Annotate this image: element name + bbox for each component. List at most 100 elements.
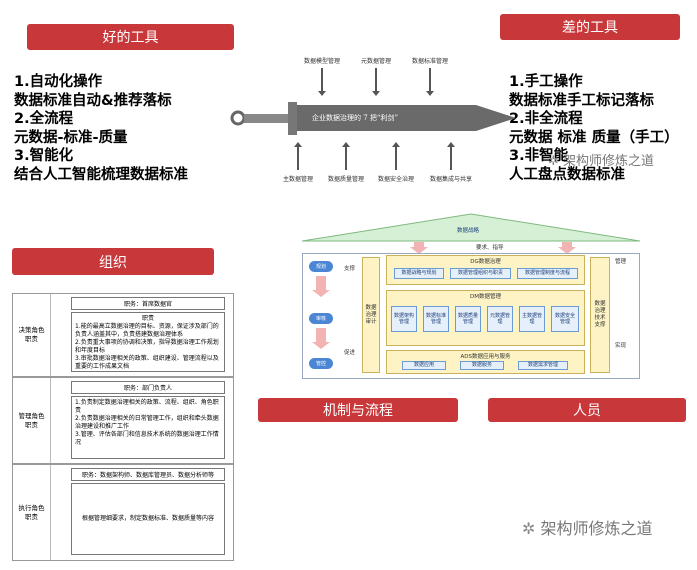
dm-item: 元数据管理 bbox=[487, 306, 513, 332]
org-box-item: 2.负责数据治理相关的日常管理工作，组织和牵头数据治理建设和推广工作 bbox=[75, 415, 219, 430]
sword-bottom-label: 数据质量管理 bbox=[327, 176, 365, 183]
dg-item: 数据管理制度与流程 bbox=[517, 268, 578, 279]
ads-title: ADS数据应用与服务 bbox=[460, 354, 511, 360]
good-tools-list: 1.自动化操作 数据标准自动&推荐落标 2.全流程 元数据-标准-质量 3.智能… bbox=[14, 73, 188, 184]
org-row-decision: 决策角色职责 职务：首席数据官 职责 1.能的最高立数据治理的目标、资源，保证涉… bbox=[12, 293, 234, 377]
org-header: 组织 bbox=[12, 248, 214, 275]
dm-item: 主数据管理 bbox=[519, 306, 545, 332]
tech-column-label: 数据治理技术支撑 bbox=[594, 301, 606, 328]
org-role-label: 决策角色职责 bbox=[13, 294, 51, 376]
mechanism-roof bbox=[302, 213, 640, 242]
watermark-text: 架构师修炼之道 bbox=[563, 154, 655, 169]
good-tools-line: 结合人工智能梳理数据标准 bbox=[14, 166, 188, 183]
org-duty-box: 职责 1.能的最高立数据治理的目标、资源，保证涉及部门的负责人涵盖其中，负责搭建… bbox=[71, 312, 225, 372]
wechat-icon: ✲ bbox=[522, 519, 536, 538]
mechanism-frame bbox=[302, 253, 640, 379]
dm-item: 数据质量管理 bbox=[455, 306, 481, 332]
good-tools-line: 3.智能化 bbox=[14, 148, 74, 164]
mechanism-roof-svg bbox=[302, 213, 640, 242]
sword-top-pin bbox=[426, 68, 434, 96]
sword-top-label: 元数据管理 bbox=[360, 58, 392, 65]
org-duty-title: 职务：数据架构师、数据库管理员、数据分析师等 bbox=[71, 468, 225, 481]
demand-arrow-left bbox=[410, 242, 428, 254]
org-duty-title: 职务：部门负责人 bbox=[71, 381, 225, 394]
flow-arrow bbox=[312, 276, 330, 297]
audit-column-label: 数据治理审计 bbox=[365, 304, 377, 325]
bad-tools-line: 1.手工操作 bbox=[509, 74, 583, 90]
sword-pommel bbox=[230, 110, 246, 126]
sword-bottom-pin bbox=[342, 142, 350, 170]
tech-column: 数据治理技术支撑 bbox=[590, 257, 610, 373]
demand-arrow-right bbox=[558, 242, 576, 254]
implement-label: 实现 bbox=[615, 343, 627, 349]
flow-arrow bbox=[312, 328, 330, 349]
ads-item: 数据应用 bbox=[402, 361, 446, 370]
sword-top-label: 数据标准管理 bbox=[411, 58, 449, 65]
sword-bottom-pin bbox=[447, 142, 455, 170]
org-box-item: 1.负责制定数据治理相关的政策、流程、组织、角色职责 bbox=[75, 399, 219, 414]
dm-title: DM数据管理 bbox=[470, 294, 501, 300]
org-box-item: 3.审批数据治理相关的政策、组织建设、管理流程以及重要的工作成果文档 bbox=[75, 355, 219, 370]
process-header: 机制与流程 bbox=[258, 398, 458, 422]
sword-guard bbox=[288, 102, 297, 135]
ads-item: 数据需求管理 bbox=[518, 361, 568, 370]
org-box-item: 根据管理细要求，制定数据标准、数据质量等内容 bbox=[81, 515, 214, 522]
org-box-title: 职责 bbox=[141, 315, 154, 322]
dg-item: 数据战略与规划 bbox=[394, 268, 444, 279]
sword-blade-text: 企业数据治理的 7 把“利剑” bbox=[312, 114, 399, 122]
org-duty-box: 根据管理细要求，制定数据标准、数据质量等内容 bbox=[71, 483, 225, 555]
oval-review: 审核 bbox=[309, 313, 333, 324]
org-row-execution: 执行角色职责 职务：数据架构师、数据库管理员、数据分析师等 根据管理细要求，制定… bbox=[12, 464, 234, 561]
dg-title: DG数据治理 bbox=[470, 259, 501, 265]
mechanism-diagram: 数据战略 要求、指导 规划 审核 管控 支撑 促进 数据治理审计 数据治理技术支… bbox=[302, 213, 640, 381]
people-header: 人员 bbox=[488, 398, 686, 422]
org-box-item: 1.能的最高立数据治理的目标、资源，保证涉及部门的负责人涵盖其中，负责搭建数据治… bbox=[75, 323, 219, 338]
bad-tools-line: 数据标准手工标记落标 bbox=[509, 92, 654, 109]
good-tools-header: 好的工具 bbox=[27, 24, 234, 50]
bad-tools-line: 元数据 标准 质量（手工） bbox=[509, 129, 679, 146]
good-tools-line: 数据标准自动&推荐落标 bbox=[14, 92, 172, 109]
manage-label: 管理 bbox=[615, 259, 627, 265]
sword-bottom-label: 数据安全治理 bbox=[377, 176, 415, 183]
sword-bottom-label: 数据集成与共享 bbox=[429, 176, 473, 183]
org-duty-title: 职务：首席数据官 bbox=[71, 297, 225, 310]
oval-control: 管控 bbox=[309, 358, 333, 369]
ads-item: 数据服务 bbox=[460, 361, 504, 370]
sword-svg bbox=[230, 102, 516, 135]
sword-top-label: 数据模型管理 bbox=[303, 58, 341, 65]
sword-top-pin bbox=[372, 68, 380, 96]
good-tools-line: 1.自动化操作 bbox=[14, 74, 103, 90]
bad-tools-list: 1.手工操作 数据标准手工标记落标 2.非全流程 元数据 标准 质量（手工） 3… bbox=[509, 73, 679, 184]
watermark-text: 架构师修炼之道 bbox=[540, 519, 653, 538]
bad-tools-line: 人工盘点数据标准 bbox=[509, 166, 625, 183]
oval-plan: 规划 bbox=[309, 261, 333, 272]
sword-top-pin bbox=[318, 68, 326, 96]
org-table: 决策角色职责 职务：首席数据官 职责 1.能的最高立数据治理的目标、资源，保证涉… bbox=[12, 293, 234, 561]
org-box-item: 3.管理、评估各部门和信息技术系统的数据治理工作情况 bbox=[75, 431, 219, 446]
sword-handle bbox=[244, 114, 288, 123]
dm-panel: DM数据管理 bbox=[386, 290, 585, 346]
sword-blade bbox=[297, 105, 516, 131]
good-tools-line: 元数据-标准-质量 bbox=[14, 129, 128, 146]
wechat-icon: ✲ bbox=[548, 154, 559, 169]
sword-bottom-label: 主数据管理 bbox=[282, 176, 314, 183]
watermark-top: ✲ 架构师修炼之道 bbox=[548, 150, 654, 169]
sword-bottom-pin bbox=[392, 142, 400, 170]
dm-item: 数据安全管理 bbox=[551, 306, 579, 332]
sword-diagram: 企业数据治理的 7 把“利剑” 数据模型管理 元数据管理 数据标准管理 主数据管… bbox=[226, 48, 516, 188]
dm-item: 数据架构管理 bbox=[391, 306, 417, 332]
org-duty-box: 1.负责制定数据治理相关的政策、流程、组织、角色职责 2.负责数据治理相关的日常… bbox=[71, 396, 225, 459]
org-row-management: 管理角色职责 职务：部门负责人 1.负责制定数据治理相关的政策、流程、组织、角色… bbox=[12, 377, 234, 464]
org-role-label: 执行角色职责 bbox=[13, 465, 51, 560]
loop-label: 促进 bbox=[344, 350, 356, 356]
bad-tools-line: 2.非全流程 bbox=[509, 111, 583, 127]
support-label: 支撑 bbox=[344, 266, 356, 272]
sword-bottom-pin bbox=[294, 142, 302, 170]
bad-tools-line: 3.非智能 bbox=[509, 148, 569, 164]
mechanism-roof-label: 数据战略 bbox=[457, 228, 480, 234]
watermark-bottom: ✲ 架构师修炼之道 bbox=[522, 515, 653, 539]
org-role-label: 管理角色职责 bbox=[13, 378, 51, 463]
org-box-item: 2.负责重大事项的协调和决策，指导数据治理工作规划和年度目标 bbox=[75, 339, 219, 354]
audit-column: 数据治理审计 bbox=[362, 257, 380, 373]
dm-item: 数据标准管理 bbox=[423, 306, 449, 332]
